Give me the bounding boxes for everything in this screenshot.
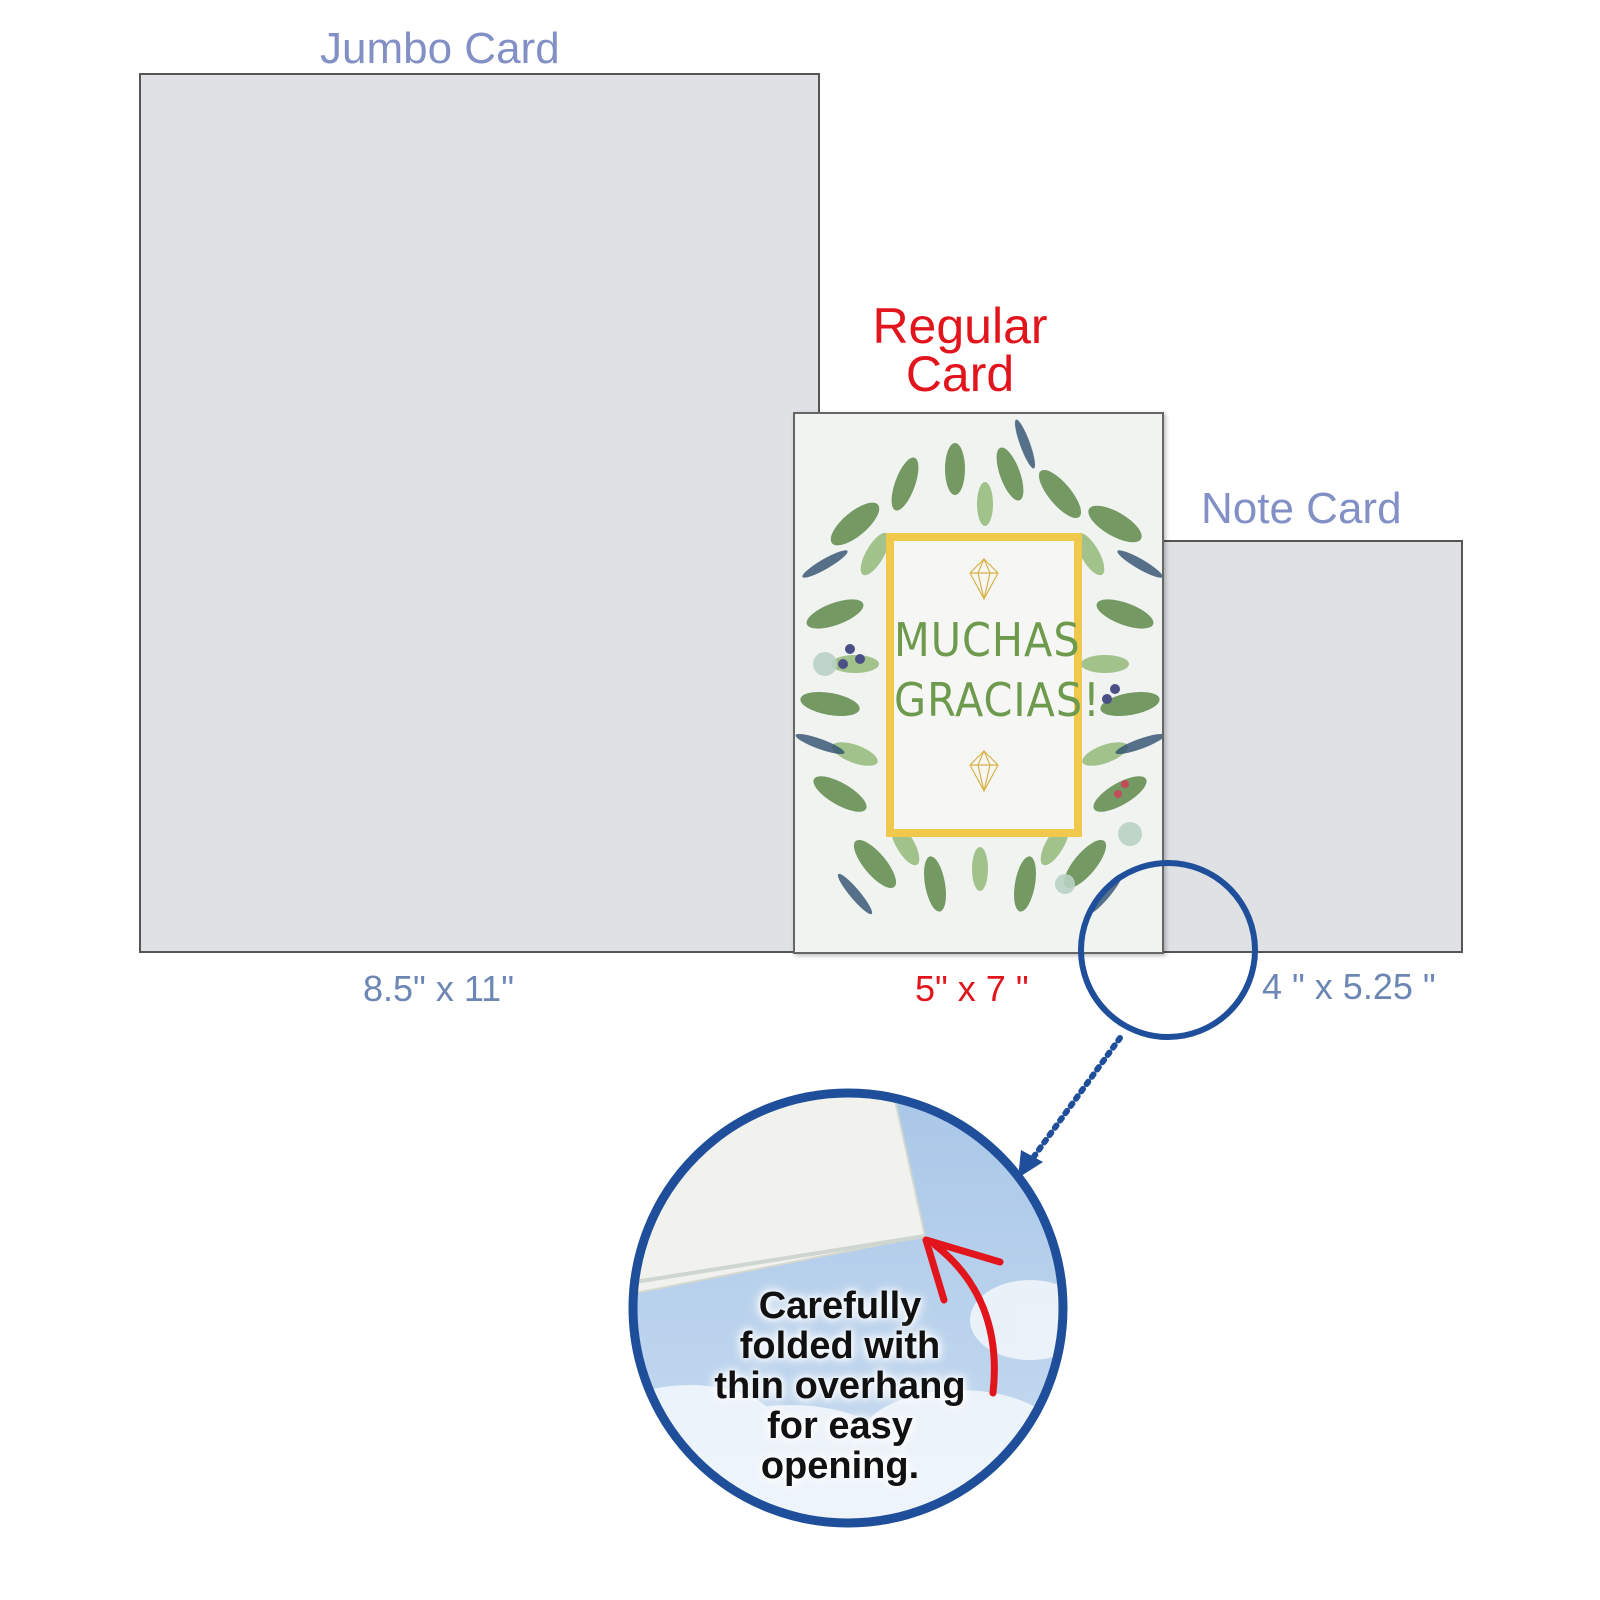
callout-line: Carefully: [758, 1285, 922, 1327]
callout-line: thin overhang: [714, 1365, 966, 1407]
callout-circle: [628, 1088, 1068, 1528]
greeting-frame: MUCHAS GRACIAS!: [886, 533, 1101, 837]
zoom-connector-line: [1027, 1035, 1123, 1165]
jumbo-card: [139, 73, 820, 953]
regular-card-size: 5" x 7 ": [915, 968, 1029, 1009]
diamond-ornament-top-icon: [969, 557, 999, 601]
diamond-ornament-bottom-icon: [969, 749, 999, 793]
note-card-title: Note Card: [1201, 484, 1402, 533]
regular-card-title-line2: Card: [905, 346, 1015, 402]
callout-text: Carefully folded with thin overhang for …: [690, 1286, 990, 1486]
regular-card-title-line1: Regular: [872, 298, 1048, 354]
regular-card-title: Regular Card: [860, 298, 1060, 402]
greeting-line1: MUCHAS: [894, 613, 1081, 667]
note-card-size: 4 " x 5.25 ": [1262, 966, 1436, 1007]
callout-line: folded with: [739, 1325, 941, 1367]
red-curved-arrow: [931, 1241, 998, 1397]
arrow-head-icon: [1018, 1150, 1043, 1178]
zoom-focus-circle: [1078, 860, 1258, 1040]
callout-line: for easy: [767, 1405, 913, 1447]
red-arrow-head-icon: [922, 1236, 1004, 1304]
jumbo-card-title: Jumbo Card: [320, 24, 560, 73]
callout-line: opening.: [760, 1445, 920, 1487]
greeting-line2: GRACIAS!: [894, 673, 1101, 727]
regular-card: MUCHAS GRACIAS!: [793, 412, 1164, 954]
jumbo-card-size: 8.5" x 11": [363, 968, 514, 1009]
